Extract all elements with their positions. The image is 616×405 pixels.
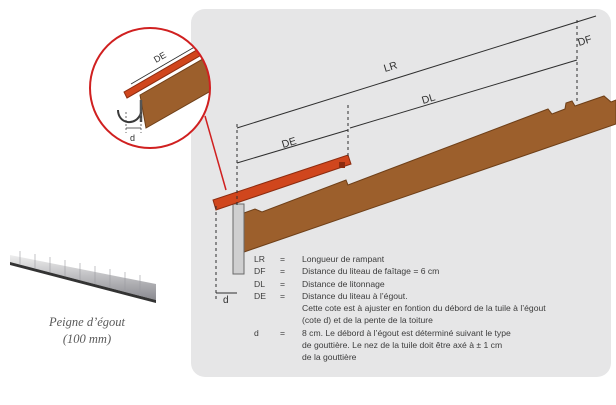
- tile-nib: [339, 162, 345, 168]
- rafter: [243, 95, 616, 253]
- legend-row-dl: DL = Distance de litonnage: [254, 278, 606, 290]
- caption-line-2: (100 mm): [62, 332, 112, 346]
- legend-row-df: DF = Distance du liteau de faîtage = 6 c…: [254, 265, 606, 277]
- legend-def: Distance du liteau à l’égout.: [302, 290, 408, 301]
- detail-de-line: [130, 44, 199, 85]
- magnifier-connector: [204, 115, 227, 191]
- dl-dimension: [349, 59, 578, 129]
- legend-note: Cette cote est à ajuster en fontion du d…: [302, 303, 546, 314]
- eave-tile: [212, 154, 352, 211]
- legend-def: Distance de litonnage: [302, 278, 385, 289]
- legend-note: (cote d) et de la pente de la toiture: [302, 315, 433, 326]
- legend-abbr: d: [254, 327, 259, 338]
- detail-tile: [123, 39, 210, 99]
- caption-line-1: Peigne d’égout: [48, 315, 125, 329]
- legend-eq: =: [280, 290, 286, 301]
- legend-row-lr: LR = Longueur de rampant: [254, 253, 606, 265]
- legend-note: de la gouttière: [302, 352, 357, 363]
- legend-def: Longueur de rampant: [302, 254, 385, 264]
- detail-gutter: [117, 109, 142, 123]
- de-dimension: [236, 129, 349, 164]
- legend-def: Distance du liteau de faîtage = 6 cm: [302, 266, 440, 277]
- legend-abbr: LR: [254, 254, 265, 264]
- de-label: DE: [280, 135, 297, 151]
- fascia-board: [232, 203, 245, 275]
- detail-d-label: d: [130, 133, 135, 143]
- legend-eq: =: [280, 266, 286, 277]
- legend-abbr: DF: [254, 266, 266, 277]
- df-label: DF: [576, 33, 593, 49]
- legend-eq: =: [280, 278, 286, 289]
- legend-eq: =: [280, 254, 286, 264]
- legend: LR = Longueur de rampant DF = Distance d…: [254, 253, 606, 364]
- gutter-detail-magnifier: DE d: [89, 27, 211, 149]
- lr-dimension: [236, 15, 597, 129]
- legend-row-de: DE = Distance du liteau à l’égout.: [254, 290, 606, 302]
- d-label: d: [223, 295, 229, 306]
- lr-label: LR: [382, 59, 399, 75]
- legend-note: de gouttière. Le nez de la tuile doit êt…: [302, 340, 503, 351]
- legend-def: 8 cm. Le débord à l’égout est déterminé …: [302, 327, 511, 338]
- legend-abbr: DE: [254, 290, 266, 301]
- legend-abbr: DL: [254, 278, 265, 289]
- comb-image: [10, 251, 156, 303]
- dashed-reference-lines: [215, 20, 578, 300]
- comb-caption: Peigne d’égout (100 mm): [16, 314, 158, 348]
- dl-label: DL: [420, 91, 436, 106]
- legend-row-d: d = 8 cm. Le débord à l’égout est déterm…: [254, 327, 606, 339]
- legend-eq: =: [280, 327, 286, 338]
- dimension-lines: [216, 15, 597, 294]
